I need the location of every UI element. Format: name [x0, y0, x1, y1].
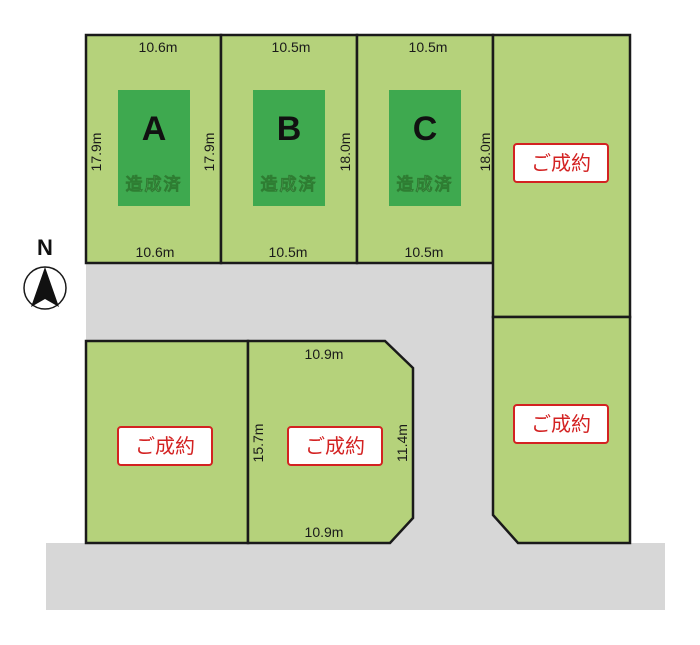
lot-c-status: 造成済: [397, 174, 454, 195]
lot-a-left-depth: 17.9m: [88, 133, 104, 172]
roads: [46, 263, 665, 610]
main-road: [46, 543, 665, 610]
lot-d-sold-label: ご成約: [287, 426, 383, 466]
lot-d-bottom-width: 10.9m: [305, 524, 344, 540]
lot-a-bottom-width: 10.6m: [136, 244, 175, 260]
north-label: N: [37, 235, 53, 260]
lot-c-right-depth: 18.0m: [477, 133, 493, 172]
lot-a-right-depth: 17.9m: [201, 133, 217, 172]
lot-northeast-sold-label: ご成約: [513, 143, 609, 183]
svg-text:ご成約: ご成約: [531, 151, 591, 175]
lot-b-status: 造成済: [261, 174, 318, 195]
lot-c-bottom-width: 10.5m: [405, 244, 444, 260]
lot-southeast-sold-label: ご成約: [513, 404, 609, 444]
lot-c-badge: C 造成済: [389, 90, 461, 206]
lot-b-letter: B: [277, 110, 302, 148]
north-compass: N: [23, 235, 67, 310]
lot-b-bottom-width: 10.5m: [269, 244, 308, 260]
lot-d-left-depth: 15.7m: [250, 424, 266, 463]
lot-a-letter: A: [142, 110, 167, 148]
svg-text:ご成約: ご成約: [531, 412, 591, 436]
lot-a-status: 造成済: [126, 174, 183, 195]
lot-c-top-width: 10.5m: [409, 39, 448, 55]
lot-e-sold-label: ご成約: [117, 426, 213, 466]
lot-b-badge: B 造成済: [253, 90, 325, 206]
lot-a-badge: A 造成済: [118, 90, 190, 206]
lot-b-right-depth: 18.0m: [337, 133, 353, 172]
lot-c-letter: C: [413, 110, 438, 148]
lot-d-right-depth: 11.4m: [394, 424, 410, 462]
svg-text:ご成約: ご成約: [305, 434, 365, 458]
lot-a-top-width: 10.6m: [139, 39, 178, 55]
access-road: [86, 263, 518, 543]
svg-text:ご成約: ご成約: [135, 434, 195, 458]
north-arrow-icon: [31, 267, 59, 307]
lot-d-top-width: 10.9m: [305, 346, 344, 362]
lot-b-top-width: 10.5m: [272, 39, 311, 55]
